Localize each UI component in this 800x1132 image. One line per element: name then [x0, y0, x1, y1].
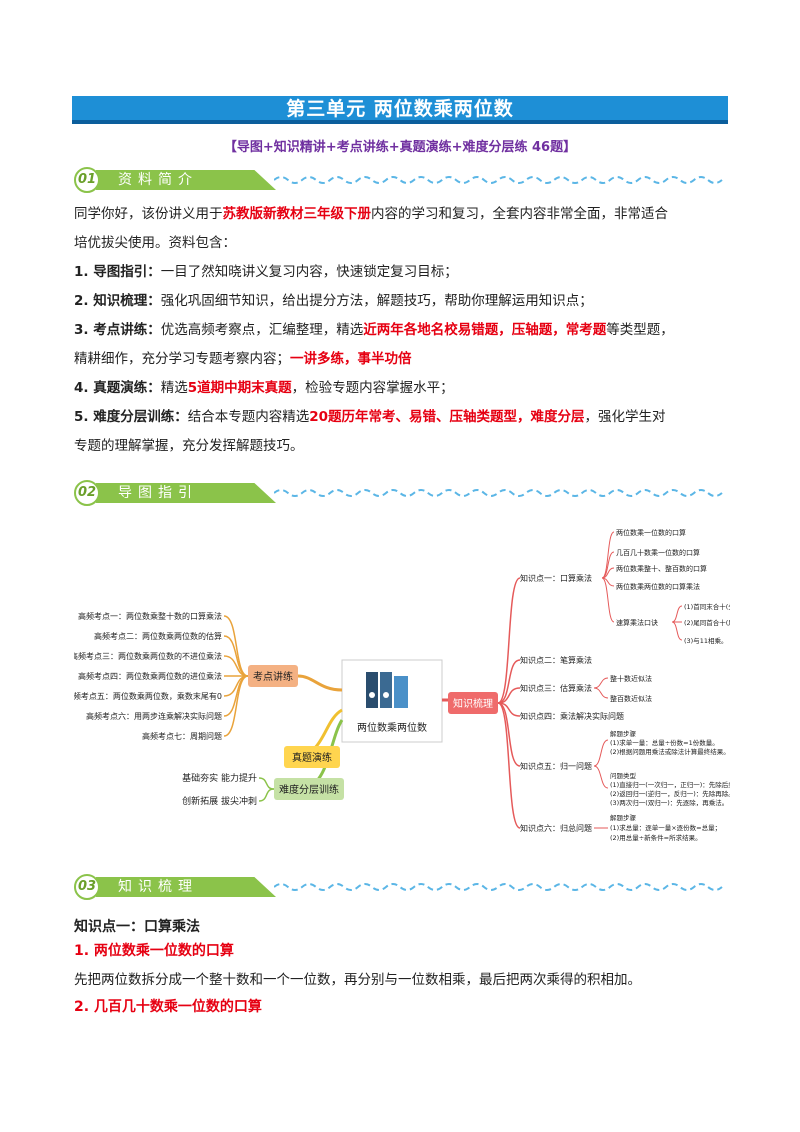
mind-map: 两位数乘两位数 考点讲练 真题演练 难度分层训练 高频考点一：两位数乘整十数的口… [74, 528, 730, 842]
binder-icon [366, 672, 408, 708]
zhishi-1-child: 两位数乘一位数的口算 [616, 528, 686, 537]
zhishi-4: 知识点四：乘法解决实际问题 [520, 711, 624, 721]
node-zhishi: 知识梳理 [453, 697, 493, 710]
kaodian-item: 高频考点六：用两步连乘解决实际问题 [86, 711, 222, 721]
node-zhishi-box [448, 692, 498, 714]
section-header-knowledge: 03 知识梳理 [74, 872, 728, 902]
zhishi-6-note: (2)用总量÷新条件=所求结果。 [610, 833, 702, 842]
section-label: 知识梳理 [118, 879, 198, 895]
zhishi-1-child: 速算乘法口诀 [616, 618, 658, 627]
zhishi-6: 知识点六：归总问题 [520, 823, 592, 833]
section-bar [96, 483, 276, 503]
wave-decoration [274, 489, 723, 497]
intro-text: 同学你好，该份讲义用于苏教版新教材三年级下册内容的学习和复习，全套内容非常全面，… [74, 206, 674, 454]
node-zhenti: 真题演练 [292, 751, 332, 764]
zhishi-5: 知识点五：归一问题 [520, 761, 592, 771]
zhishi-5-note: (2)返回归一(逆归一，反归一)：先除再除。 [610, 789, 730, 798]
knowledge-heading-2: 2. 几百几十数乘一位数的口算 [74, 999, 262, 1015]
fenceng-item: 基础夯实 能力提升 [182, 772, 257, 784]
zhishi-1-child: 几百几十数乘一位数的口算 [616, 548, 700, 557]
zhishi-6-note: 解题步骤 [610, 813, 637, 822]
zhishi-1: 知识点一：口算乘法 [520, 573, 592, 583]
knowledge-heading-1: 1. 两位数乘一位数的口算 [74, 943, 234, 959]
zhishi-1-sub: (3)与11相乘。 [684, 636, 727, 645]
zhishi-5-note: (2)根据问题用乘法或除法计算最终结果。 [610, 747, 730, 756]
wave-decoration [274, 883, 723, 891]
zhishi-2: 知识点二：笔算乘法 [520, 655, 592, 665]
zhishi-5-note: 解题步骤 [610, 729, 637, 738]
section-number: 02 [74, 480, 100, 506]
zhishi-5-note: (3)两次归一(双归一)：先逐除，再乘法。 [610, 798, 728, 807]
title-bar: 第三单元 两位数乘两位数 [72, 96, 728, 124]
zhishi-5-note: (1)求单一量：总量÷份数=1份数量。 [610, 738, 719, 747]
knowledge-paragraph: 先把两位数拆分成一个整十数和一个一位数，再分别与一位数相乘，最后把两次乘得的积相… [74, 972, 641, 988]
zhishi-5-note: 问题类型 [610, 771, 637, 780]
page-title: 第三单元 两位数乘两位数 [286, 98, 514, 120]
section-bar [96, 170, 276, 190]
section-header-intro: 01 资料简介 [74, 165, 728, 195]
section-label: 资料简介 [118, 172, 198, 188]
knowledge-point-title: 知识点一：口算乘法 [74, 919, 200, 935]
wave-decoration [274, 176, 723, 184]
zhishi-3: 知识点三：估算乘法 [520, 683, 592, 693]
node-zhenti-box [284, 746, 340, 768]
node-fenceng-box [274, 778, 344, 800]
section-number: 03 [74, 874, 100, 900]
kaodian-item: 高频考点七：周期问题 [142, 731, 222, 741]
kaodian-item: 高频考点二：两位数乘两位数的估算 [94, 631, 222, 641]
zhishi-3-child: 整百数近似法 [610, 694, 652, 703]
center-node-label: 两位数乘两位数 [357, 721, 427, 734]
section-bar [96, 877, 276, 897]
section-number: 01 [74, 167, 100, 193]
kaodian-item: 高频考点五：两位数乘两位数，乘数末尾有0 [74, 691, 222, 701]
zhishi-1-sub: (2)尾同首合十(尾同头补十) [684, 618, 730, 627]
section-header-mindmap: 02 导图指引 [74, 478, 728, 508]
zhishi-3-child: 整十数近似法 [610, 674, 652, 683]
zhishi-6-note: (1)求总量：逐单一量×逐份数=总量； [610, 823, 721, 832]
page-subtitle: 【导图+知识精讲+考点讲练+真题演练+难度分层练 46题】 [223, 140, 577, 155]
zhishi-1-child: 两位数乘整十、整百数的口算 [616, 564, 707, 573]
kaodian-item: 高频考点四：两位数乘两位数的进位乘法 [78, 671, 222, 681]
node-kaodian: 考点讲练 [253, 670, 293, 683]
zhishi-5-note: (1)直接归一(一次归一，正归一)：先除后乘。 [610, 780, 730, 789]
node-fenceng: 难度分层训练 [279, 783, 339, 796]
kaodian-item: 高频考点三：两位数乘两位数的不进位乘法 [74, 651, 222, 661]
zhishi-1-sub: (1)首同末合十(头同尾补十) [684, 602, 730, 611]
section-label: 导图指引 [118, 485, 198, 501]
node-kaodian-box [248, 665, 298, 687]
fenceng-item: 创新拓展 拔尖冲刺 [182, 795, 257, 807]
zhishi-1-child: 两位数乘两位数的口算乘法 [616, 582, 700, 591]
kaodian-item: 高频考点一：两位数乘整十数的口算乘法 [78, 611, 222, 621]
